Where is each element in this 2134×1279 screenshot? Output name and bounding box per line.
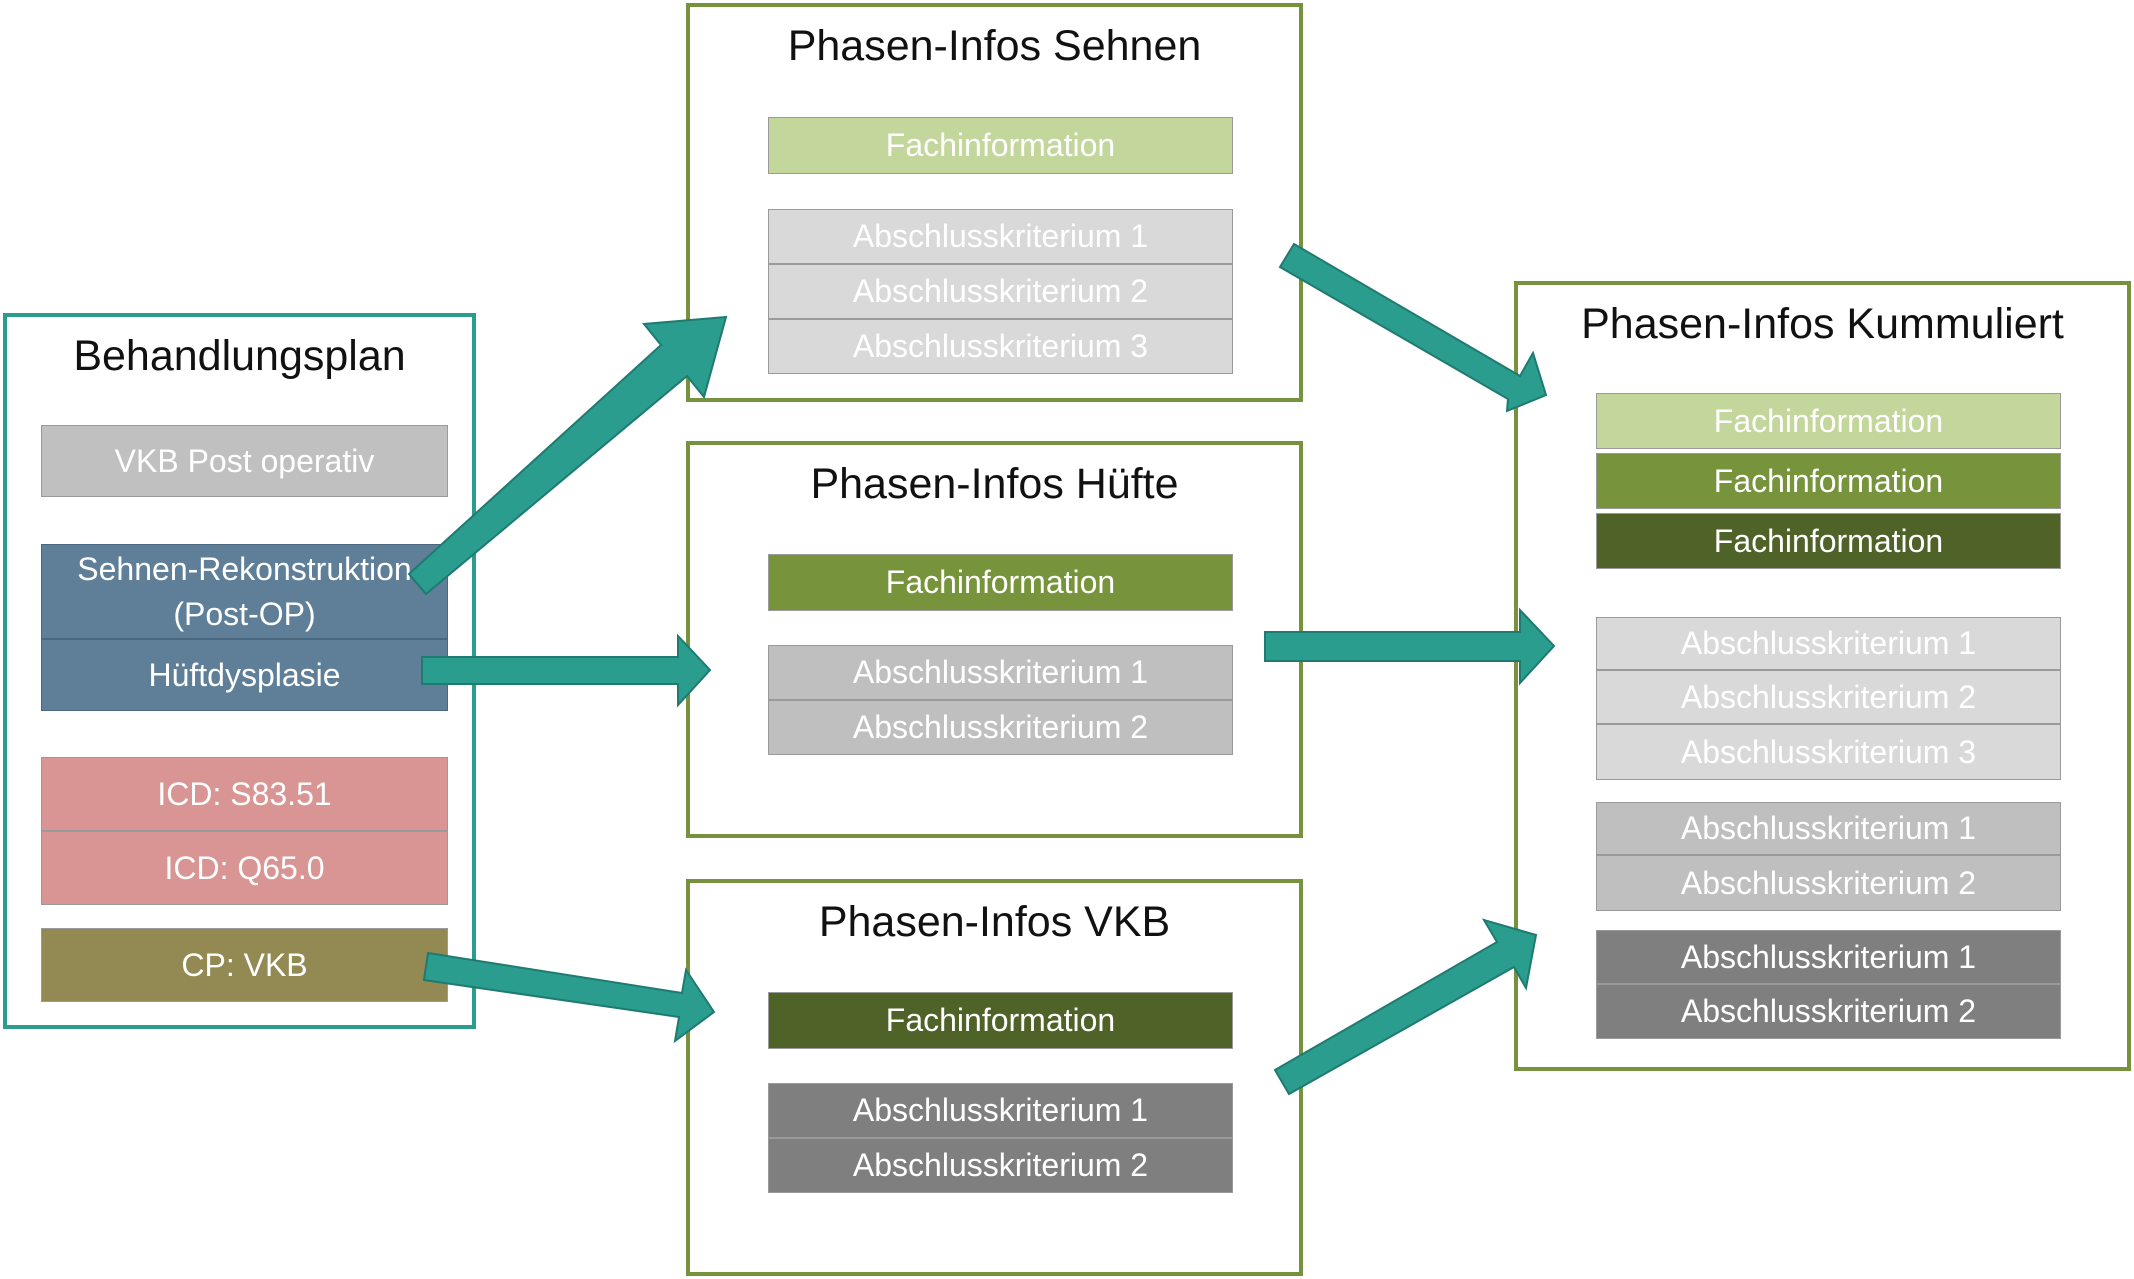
kummuliert-title: Phasen-Infos Kummuliert bbox=[1581, 300, 2064, 348]
sehnen-fachinformation: Fachinformation bbox=[768, 117, 1233, 174]
arrow-sehnen-to-kummuliert bbox=[1278, 242, 1548, 413]
huefte-kriterium-2: Abschlusskriterium 2 bbox=[768, 700, 1233, 755]
sehnen-kriterium-3: Abschlusskriterium 3 bbox=[768, 319, 1233, 374]
kummuliert-huefte-kriterium-1: Abschlusskriterium 1 bbox=[1596, 802, 2061, 855]
hueftdysplasie-box: Hüftdysplasie bbox=[41, 639, 448, 711]
sehnen-title: Phasen-Infos Sehnen bbox=[787, 22, 1202, 70]
vkb-post-operativ-box: VKB Post operativ bbox=[41, 425, 448, 497]
arrow-huefte-to-kummuliert bbox=[1264, 607, 1556, 686]
huefte-fachinformation: Fachinformation bbox=[768, 554, 1233, 611]
icd-s83-box: ICD: S83.51 bbox=[41, 757, 448, 831]
kummuliert-sehnen-kriterium-1: Abschlusskriterium 1 bbox=[1596, 617, 2061, 670]
vkb-kriterium-2: Abschlusskriterium 2 bbox=[768, 1138, 1233, 1193]
kummuliert-fachinformation-huefte: Fachinformation bbox=[1596, 453, 2061, 509]
sehnen-rekonstruktion-label: Sehnen-Rekonstruktion bbox=[77, 550, 412, 587]
cp-vkb-box: CP: VKB bbox=[41, 928, 448, 1002]
kummuliert-fachinformation-vkb: Fachinformation bbox=[1596, 513, 2061, 569]
huefte-kriterium-1: Abschlusskriterium 1 bbox=[768, 645, 1233, 700]
vkb-title: Phasen-Infos VKB bbox=[818, 898, 1171, 946]
sehnen-rekonstruktion-box: Sehnen-Rekonstruktion (Post-OP) bbox=[41, 544, 448, 639]
vkb-fachinformation: Fachinformation bbox=[768, 992, 1233, 1049]
kummuliert-sehnen-kriterium-2: Abschlusskriterium 2 bbox=[1596, 670, 2061, 724]
vkb-kriterium-1: Abschlusskriterium 1 bbox=[768, 1083, 1233, 1138]
phasen-infos-sehnen-panel: Phasen-Infos Sehnen Fachinformation Absc… bbox=[686, 3, 1303, 402]
kummuliert-fachinformation-sehnen: Fachinformation bbox=[1596, 393, 2061, 449]
behandlungsplan-title: Behandlungsplan bbox=[73, 332, 406, 380]
behandlungsplan-panel: Behandlungsplan VKB Post operativ Sehnen… bbox=[3, 313, 476, 1029]
kummuliert-vkb-kriterium-1: Abschlusskriterium 1 bbox=[1596, 930, 2061, 984]
icd-q65-box: ICD: Q65.0 bbox=[41, 831, 448, 905]
kummuliert-huefte-kriterium-2: Abschlusskriterium 2 bbox=[1596, 855, 2061, 911]
phasen-infos-huefte-panel: Phasen-Infos Hüfte Fachinformation Absch… bbox=[686, 441, 1303, 838]
sehnen-post-op-label: (Post-OP) bbox=[173, 595, 316, 632]
huefte-title: Phasen-Infos Hüfte bbox=[810, 460, 1179, 508]
sehnen-kriterium-1: Abschlusskriterium 1 bbox=[768, 209, 1233, 264]
phasen-infos-kummuliert-panel: Phasen-Infos Kummuliert Fachinformation … bbox=[1514, 281, 2131, 1071]
kummuliert-sehnen-kriterium-3: Abschlusskriterium 3 bbox=[1596, 724, 2061, 780]
phasen-infos-vkb-panel: Phasen-Infos VKB Fachinformation Abschlu… bbox=[686, 879, 1303, 1276]
arrow-vkb-to-kummuliert bbox=[1273, 918, 1538, 1096]
kummuliert-vkb-kriterium-2: Abschlusskriterium 2 bbox=[1596, 984, 2061, 1039]
sehnen-kriterium-2: Abschlusskriterium 2 bbox=[768, 264, 1233, 319]
